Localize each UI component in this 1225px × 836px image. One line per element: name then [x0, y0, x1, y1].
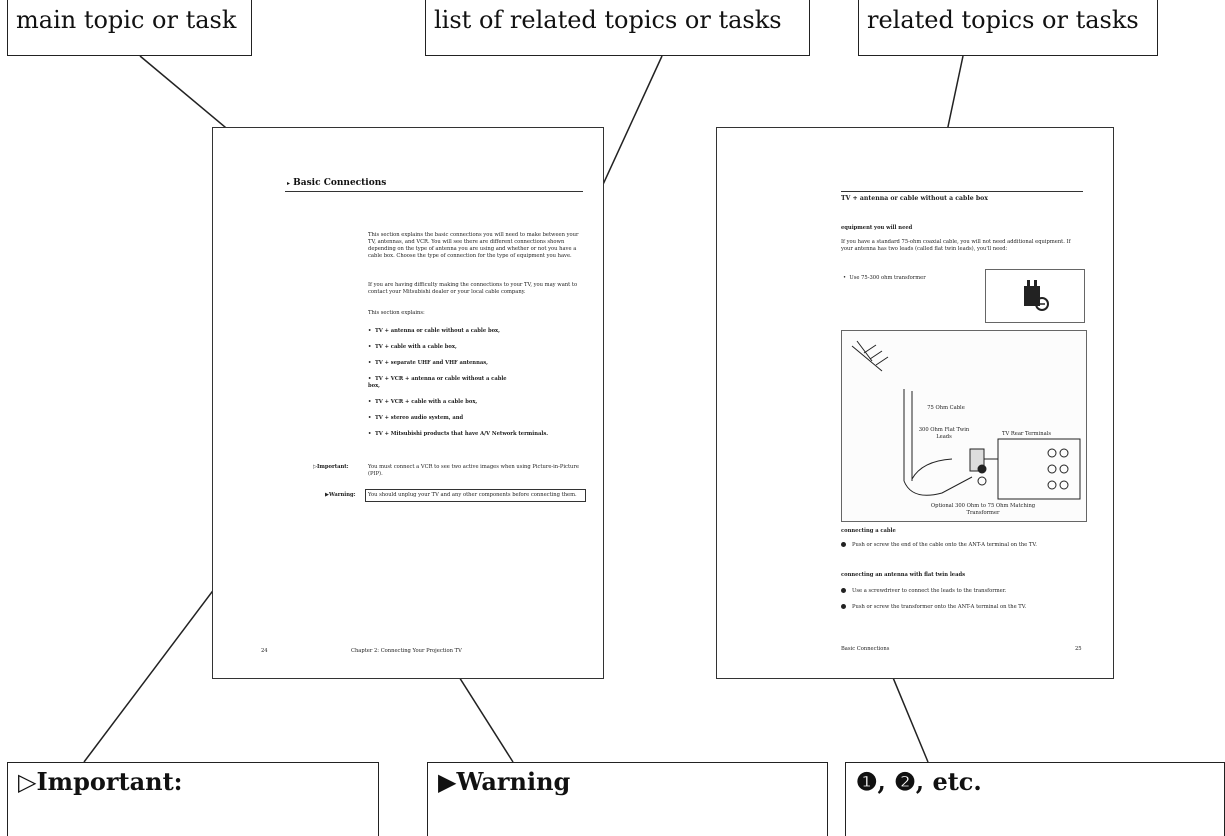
warning-label: ▶Warning:: [325, 492, 356, 498]
antenna-step-1: Use a screwdriver to connect the leads t…: [841, 588, 1086, 595]
callout-related-topics: related topics or tasks: [858, 0, 1158, 56]
step-one-icon: [841, 542, 846, 547]
callout-main-topic: main topic or task: [7, 0, 252, 56]
callout-main-topic-text: main topic or task: [16, 6, 237, 34]
antenna-diagram-drawing: [851, 340, 1081, 500]
antenna-step-2: Push or screw the transformer onto the A…: [841, 604, 1086, 611]
list-item: • TV + cable with a cable box,: [368, 344, 457, 350]
left-page-number: 24: [261, 648, 268, 654]
callout-step-numbers: ❶, ❷, etc.: [845, 762, 1225, 836]
list-item: • TV + stereo audio system, and: [368, 415, 464, 421]
important-label: ▷Important:: [313, 464, 349, 470]
equip-item: • Use 75-300 ohm transformer: [843, 275, 926, 281]
right-page: TV + antenna or cable without a cable bo…: [716, 127, 1114, 679]
equip-heading: equipment you will need: [841, 225, 913, 231]
right-footer: Basic Connections: [841, 646, 890, 652]
list-item: • TV + Mitsubishi products that have A/V…: [368, 431, 549, 437]
right-page-heading: TV + antenna or cable without a cable bo…: [841, 195, 988, 202]
left-page: ▸ Basic Connections This section explain…: [212, 127, 604, 679]
antenna-heading: connecting an antenna with flat twin lea…: [841, 572, 966, 578]
label-twin-leads: 300 Ohm Flat Twin Leads: [918, 427, 970, 440]
left-help: If you are having difficulty making the …: [368, 282, 578, 295]
connection-diagram: 75 Ohm Cable 300 Ohm Flat Twin Leads TV …: [841, 330, 1087, 522]
callout-related-topics-text: related topics or tasks: [867, 6, 1139, 34]
list-item: • TV + antenna or cable without a cable …: [368, 328, 500, 334]
left-explains-label: This section explains:: [368, 310, 425, 316]
callout-important: ▷Important:: [7, 762, 379, 836]
important-text: You must connect a VCR to see two active…: [368, 464, 579, 477]
list-item: • TV + VCR + antenna or cable without a …: [368, 376, 507, 389]
left-page-heading-text: Basic Connections: [293, 178, 387, 188]
label-terminals: TV Rear Terminals: [1002, 431, 1051, 437]
equip-text: If you have a standard 75-ohm coaxial ca…: [841, 239, 1071, 252]
label-transformer: Optional 300 Ohm to 75 Ohm Matching Tran…: [930, 503, 1036, 516]
step-two-icon: [841, 604, 846, 609]
warning-box: You should unplug your TV and any other …: [365, 489, 586, 502]
list-item: • TV + VCR + cable with a cable box,: [368, 399, 478, 405]
right-heading-rule: [841, 191, 1083, 192]
list-item: • TV + separate UHF and VHF antennas,: [368, 360, 488, 366]
step-one-icon: [841, 588, 846, 593]
left-footer: Chapter 2: Connecting Your Projection TV: [351, 648, 462, 654]
callout-important-text: ▷Important:: [18, 767, 183, 796]
right-page-number: 25: [1075, 646, 1082, 652]
heading-marker-icon: ▸: [287, 180, 291, 187]
left-page-heading: ▸ Basic Connections: [287, 178, 386, 188]
left-list: • TV + antenna or cable without a cable …: [368, 328, 578, 447]
cable-step: Push or screw the end of the cable onto …: [841, 542, 1086, 549]
cable-heading: connecting a cable: [841, 528, 896, 534]
callout-related-list: list of related topics or tasks: [425, 0, 810, 56]
transformer-image: [985, 269, 1085, 323]
callout-step-numbers-text: ❶, ❷, etc.: [856, 767, 982, 796]
heading-rule: [285, 191, 583, 192]
transformer-icon: [1024, 280, 1049, 311]
label-cable: 75 Ohm Cable: [927, 405, 965, 411]
callout-warning-text: ▶Warning: [438, 767, 571, 796]
left-intro: This section explains the basic connecti…: [368, 232, 579, 259]
callout-related-list-text: list of related topics or tasks: [434, 6, 782, 34]
callout-warning: ▶Warning: [427, 762, 828, 836]
